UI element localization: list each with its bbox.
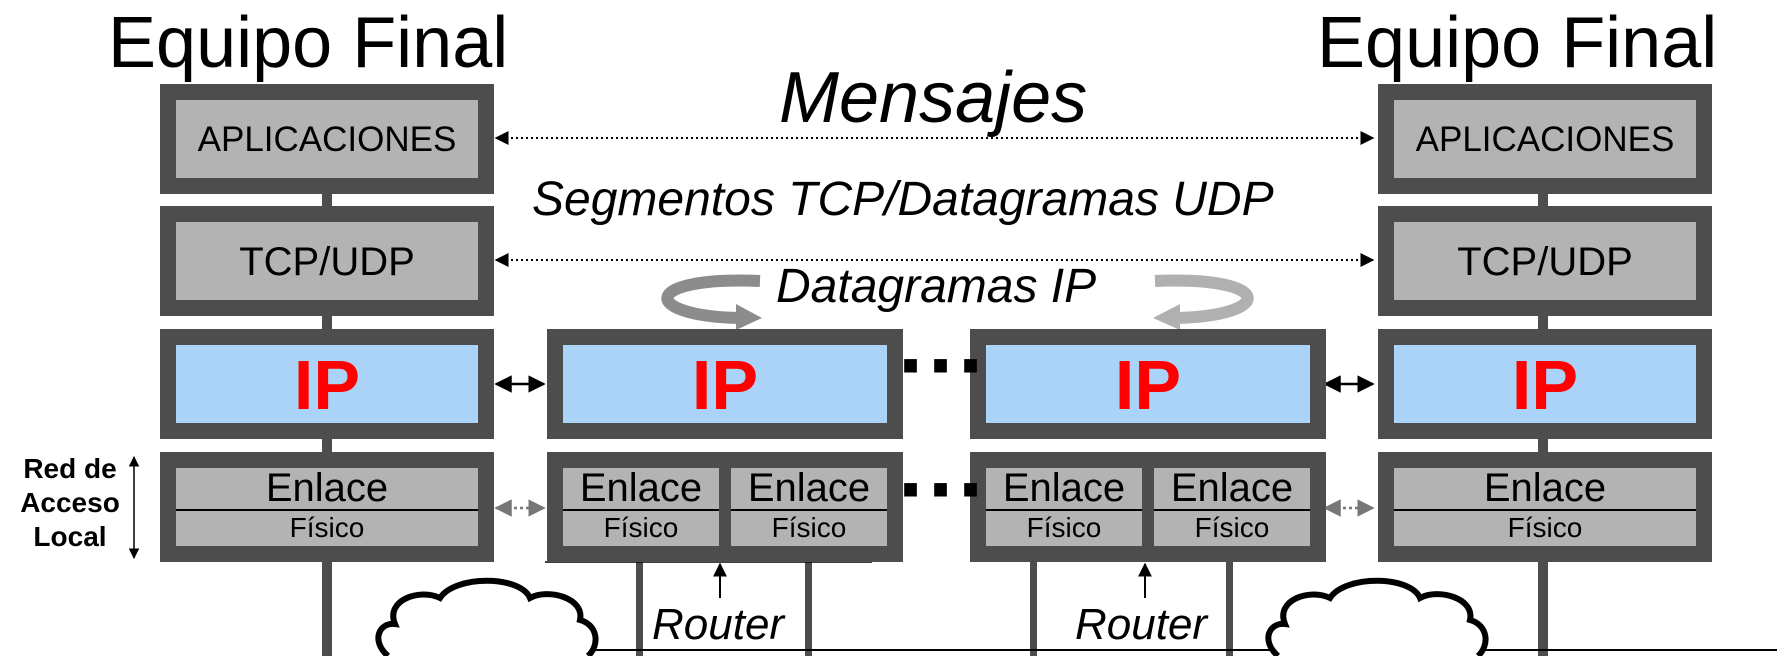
- left-end-title: Equipo Final: [108, 3, 509, 83]
- messages-label: Mensajes: [779, 58, 1088, 138]
- router1-physical-a-label: Físico: [603, 512, 679, 543]
- right-link-label: Enlace: [1483, 466, 1607, 510]
- router2-label: Router: [1075, 600, 1208, 649]
- router2-link-a-label: Enlace: [1002, 466, 1126, 510]
- router1-link-port-b: Enlace Físico: [731, 468, 887, 546]
- router2-right-drop: [1226, 560, 1233, 656]
- right-ip-label: IP: [1511, 346, 1579, 424]
- access-line1: Red de: [23, 453, 117, 484]
- router2-link-port-b: Enlace Físico: [1154, 468, 1310, 546]
- right-end-title: Equipo Final: [1317, 3, 1718, 83]
- access-network-label: Red de Acceso Local: [8, 452, 132, 554]
- left-ip-layer: IP: [160, 329, 494, 439]
- router2-physical-b-label: Físico: [1194, 512, 1270, 543]
- access-line3: Local: [33, 521, 107, 552]
- left-ip-label: IP: [293, 346, 361, 424]
- curved-arrow-left: [661, 274, 762, 330]
- left-physical-label: Físico: [289, 512, 365, 543]
- cloud-right-icon: [1265, 577, 1489, 656]
- right-ip-layer: IP: [1378, 329, 1712, 439]
- router2-link-b-label: Enlace: [1170, 466, 1294, 510]
- router1-link-port-a: Enlace Físico: [563, 468, 719, 546]
- datagrams-label: Datagramas IP: [776, 260, 1097, 313]
- router1-ip-layer: IP: [547, 329, 903, 439]
- router2-left-drop: [1030, 560, 1037, 656]
- router2-ip-label: IP: [1114, 346, 1182, 424]
- router1-physical-b-label: Físico: [771, 512, 847, 543]
- segments-label: Segmentos TCP/Datagramas UDP: [532, 173, 1274, 226]
- router1-link-a-label: Enlace: [579, 466, 703, 510]
- left-link-label: Enlace: [265, 466, 389, 510]
- router2-ip-layer: IP: [970, 329, 1326, 439]
- cloud-left-icon: [375, 577, 599, 656]
- router1-left-drop: [636, 560, 643, 656]
- access-line2: Acceso: [20, 487, 120, 518]
- router1-link-b-label: Enlace: [747, 466, 871, 510]
- right-transport-label: TCP/UDP: [1457, 240, 1633, 284]
- left-transport-layer: TCP/UDP: [160, 206, 494, 316]
- left-app-label: APLICACIONES: [197, 120, 457, 159]
- router1-right-drop: [805, 560, 812, 656]
- ellipsis-ip: ···: [898, 316, 988, 416]
- router2-link-layer: Enlace Físico Enlace Físico: [970, 452, 1326, 562]
- right-physical-label: Físico: [1507, 512, 1583, 543]
- router1-label: Router: [652, 600, 785, 649]
- left-transport-label: TCP/UDP: [239, 240, 415, 284]
- router2-physical-a-label: Físico: [1026, 512, 1102, 543]
- ellipsis-link: ···: [898, 440, 988, 540]
- right-app-layer: APLICACIONES: [1378, 84, 1712, 194]
- router1-ip-label: IP: [691, 346, 759, 424]
- right-transport-layer: TCP/UDP: [1378, 206, 1712, 316]
- router1-link-layer: Enlace Físico Enlace Físico: [547, 452, 903, 562]
- left-app-layer: APLICACIONES: [160, 84, 494, 194]
- right-app-label: APLICACIONES: [1415, 120, 1675, 159]
- right-link-layer: Enlace Físico: [1378, 452, 1712, 562]
- left-link-layer: Enlace Físico: [160, 452, 494, 562]
- curved-arrow-right: [1153, 274, 1254, 330]
- router2-link-port-a: Enlace Físico: [986, 468, 1142, 546]
